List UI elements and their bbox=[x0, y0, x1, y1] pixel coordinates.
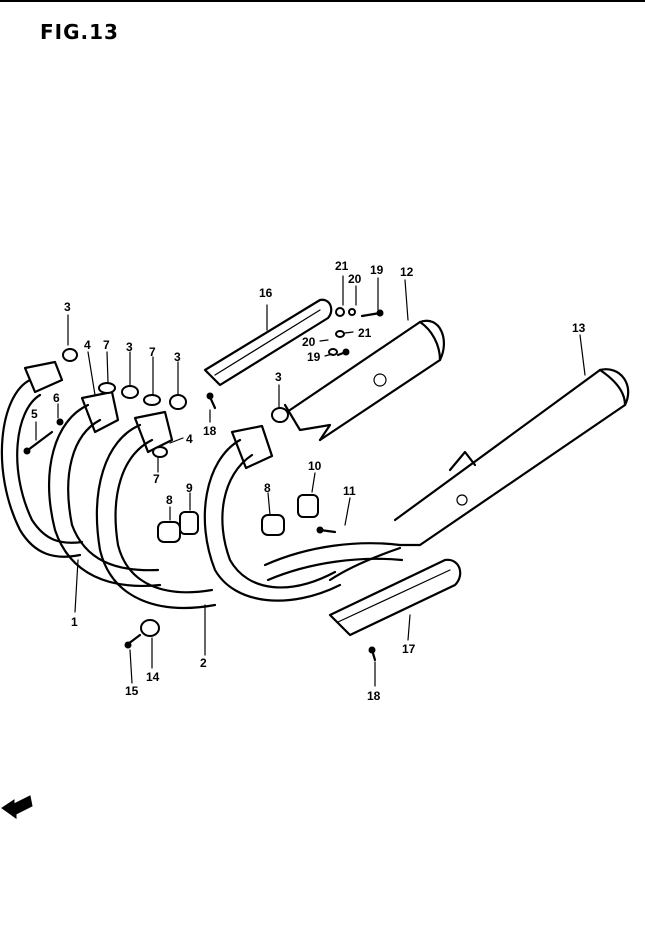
callout-7: 7 bbox=[103, 338, 110, 352]
callout-8: 8 bbox=[166, 493, 173, 507]
callout-13: 13 bbox=[572, 321, 586, 335]
callout-19: 19 bbox=[370, 263, 384, 277]
callout-20: 20 bbox=[302, 335, 316, 349]
small-parts bbox=[62, 307, 356, 637]
heat-shield-16 bbox=[203, 298, 333, 387]
callout-9: 9 bbox=[186, 481, 193, 495]
exhaust-pipe-3 bbox=[95, 410, 217, 609]
callout-7: 7 bbox=[149, 345, 156, 359]
front-direction-arrow-icon bbox=[1, 795, 33, 819]
callout-7: 7 bbox=[153, 472, 160, 486]
callout-18: 18 bbox=[203, 424, 217, 438]
muffler-12 bbox=[283, 319, 445, 442]
collector-pipe bbox=[263, 542, 404, 582]
exhaust-pipe-1 bbox=[0, 360, 84, 558]
bolts bbox=[23, 309, 384, 662]
exhaust-pipe-4 bbox=[203, 424, 342, 602]
callout-3: 3 bbox=[64, 300, 71, 314]
top-border-line bbox=[0, 0, 645, 2]
callout-12: 12 bbox=[400, 265, 414, 279]
callout-2: 2 bbox=[200, 656, 207, 670]
callout-4: 4 bbox=[84, 338, 91, 352]
callout-1: 1 bbox=[71, 615, 78, 629]
callout-11: 11 bbox=[343, 484, 356, 498]
callout-18: 18 bbox=[367, 689, 381, 703]
callout-8: 8 bbox=[264, 481, 271, 495]
callout-5: 5 bbox=[31, 407, 38, 421]
callout-15: 15 bbox=[125, 684, 139, 698]
callout-21: 21 bbox=[358, 326, 372, 340]
heat-shield-17 bbox=[328, 558, 462, 637]
callout-4: 4 bbox=[186, 432, 193, 446]
callout-17: 17 bbox=[402, 642, 416, 656]
callout-20: 20 bbox=[348, 272, 362, 286]
callout-6: 6 bbox=[53, 391, 60, 405]
callout-19: 19 bbox=[307, 350, 321, 364]
callout-3: 3 bbox=[174, 350, 181, 364]
callout-10: 10 bbox=[308, 459, 322, 473]
figure-title: FIG.13 bbox=[40, 20, 119, 44]
callout-21: 21 bbox=[335, 259, 349, 273]
callout-14: 14 bbox=[146, 670, 160, 684]
leader-lines bbox=[35, 275, 586, 687]
muffler-13 bbox=[393, 368, 630, 547]
callout-16: 16 bbox=[259, 286, 273, 300]
callout-labels: 3 4 7 3 7 3 5 6 4 7 8 9 16 21 20 19 12 2… bbox=[31, 259, 586, 703]
callout-3: 3 bbox=[275, 370, 282, 384]
callout-3: 3 bbox=[126, 340, 133, 354]
